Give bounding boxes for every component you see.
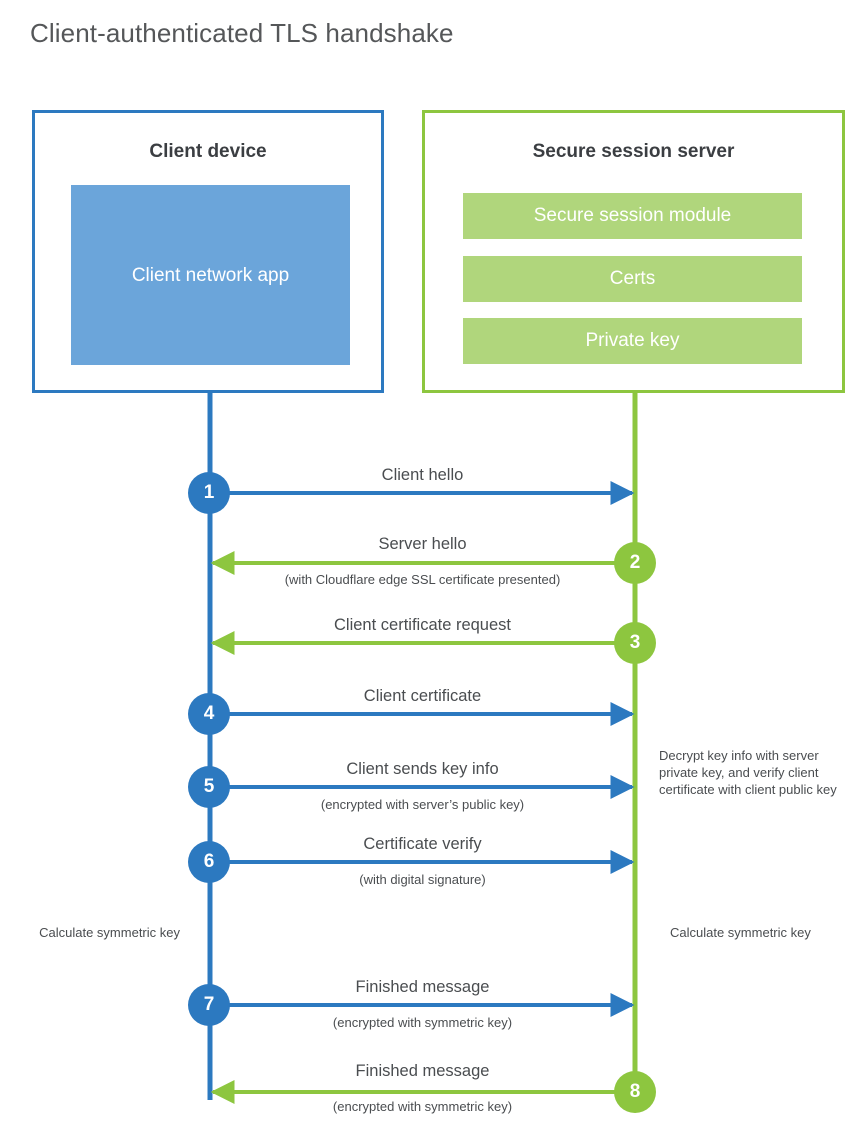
step-sublabel-7: (encrypted with symmetric key) <box>332 1015 513 1030</box>
client-network-app-block: Client network app <box>71 185 350 365</box>
step-label-5: Client sends key info <box>346 760 499 778</box>
step-label-1: Client hello <box>381 466 464 484</box>
step-label-6: Certificate verify <box>363 835 482 853</box>
page-title: Client-authenticated TLS handshake <box>30 18 454 48</box>
secure-session-server-box: Secure session server Secure session mod… <box>422 110 845 393</box>
step-sublabel-2: (with Cloudflare edge SSL certificate pr… <box>284 572 561 587</box>
step-sublabel-6: (with digital signature) <box>359 872 486 887</box>
client-device-title: Client device <box>149 141 267 162</box>
step-label-4: Client certificate <box>363 687 482 705</box>
step-badge-5[interactable]: 5 <box>188 766 230 808</box>
step-badge-2[interactable]: 2 <box>614 542 656 584</box>
step-label-2: Server hello <box>378 535 467 553</box>
step-badge-1[interactable]: 1 <box>188 472 230 514</box>
secure-session-module-block: Secure session module <box>463 193 802 239</box>
step-badge-8[interactable]: 8 <box>614 1071 656 1113</box>
certs-block: Certs <box>463 256 802 302</box>
step-badge-3[interactable]: 3 <box>614 622 656 664</box>
step-label-8: Finished message <box>355 1062 490 1080</box>
private-key-block: Private key <box>463 318 802 364</box>
note-decrypt-key-info: Decrypt key info with server private key… <box>659 748 837 797</box>
step-sublabel-8: (encrypted with symmetric key) <box>332 1099 513 1114</box>
step-badge-4[interactable]: 4 <box>188 693 230 735</box>
note-calculate-symmetric-key-client: Calculate symmetric key <box>39 925 180 940</box>
note-calculate-symmetric-key-server: Calculate symmetric key <box>670 925 811 940</box>
client-device-box: Client device Client network app <box>32 110 384 393</box>
step-badge-6[interactable]: 6 <box>188 841 230 883</box>
step-label-7: Finished message <box>355 978 490 996</box>
step-sublabel-5: (encrypted with server’s public key) <box>320 797 525 812</box>
secure-session-server-title: Secure session server <box>532 141 735 162</box>
step-label-3: Client certificate request <box>334 616 511 634</box>
step-badge-7[interactable]: 7 <box>188 984 230 1026</box>
